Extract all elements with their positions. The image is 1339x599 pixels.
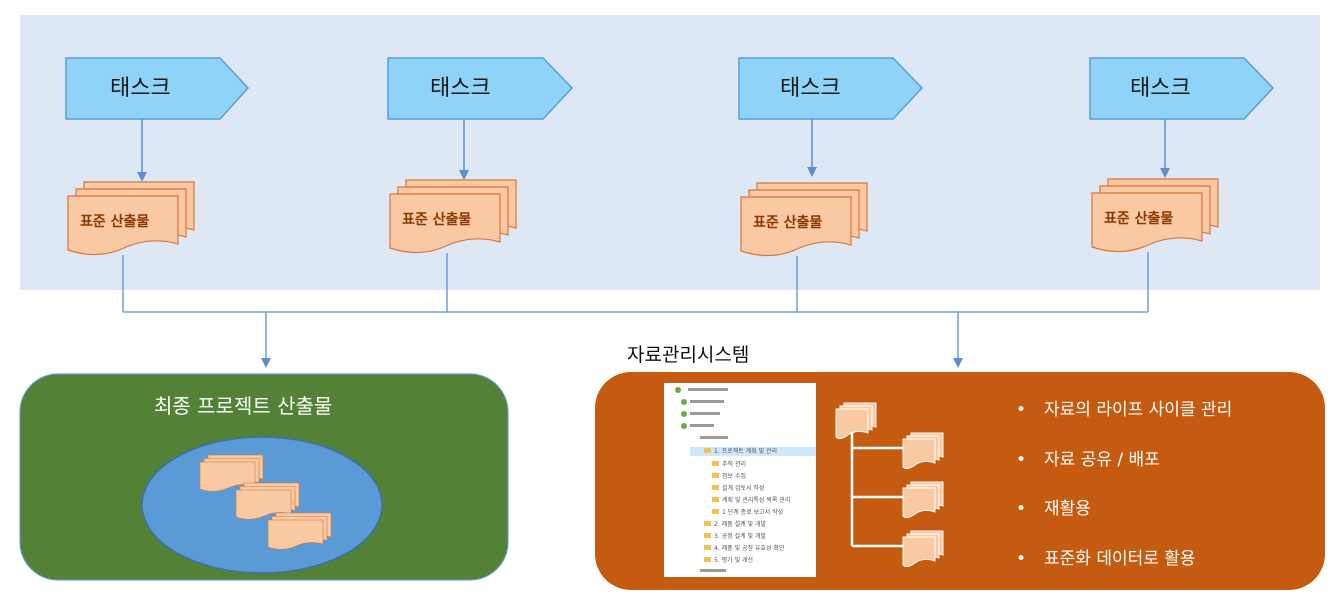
task-group-2: 태스크 표준 산출물 — [387, 57, 574, 254]
bullet-dot-4: • — [1016, 549, 1026, 569]
tree-item-7: 2. 제품 설계 및 개발 — [714, 520, 766, 528]
task-group-4: 태스크 표준 산출물 — [1089, 57, 1275, 253]
bullet-1: 자료의 라이프 사이클 관리 — [1044, 400, 1232, 420]
tree-item-6: 1 단계 종료 보고서 작성 — [722, 508, 783, 516]
hierarchy-illustration — [835, 402, 944, 568]
doc-2-label: 표준 산출물 — [402, 211, 471, 228]
tree-item-3: 정보 수집 — [722, 473, 746, 480]
system-bullets: • 자료의 라이프 사이클 관리 • 자료 공유 / 배포 • 재활용 • 표준… — [1016, 400, 1232, 569]
task-2-shape — [387, 57, 574, 120]
tree-item-2: 추적 관리 — [722, 460, 746, 468]
task-1-shape — [65, 57, 250, 120]
bullet-dot-2: • — [1016, 450, 1026, 470]
task-group-3: 태스크 표준 산출물 — [738, 57, 924, 257]
doc-3-label: 표준 산출물 — [753, 214, 822, 231]
doc-1-label: 표준 산출물 — [80, 213, 149, 230]
task-group-1: 태스크 표준 산출물 — [65, 57, 250, 256]
tree-screenshot: 1. 프로젝트 계획 및 관리 추적 관리 정보 수집 설계 검토서 작성 계획… — [664, 383, 816, 577]
task-2-label: 태스크 — [430, 76, 491, 101]
final-deliverables-box: 최종 프로젝트 산출물 — [19, 373, 509, 581]
final-doc-stack-3 — [267, 512, 332, 550]
tree-item-1: 1. 프로젝트 계획 및 관리 — [714, 447, 777, 455]
bullet-3: 재활용 — [1044, 499, 1091, 519]
tree-item-8: 3. 공정 설계 및 개발 — [714, 532, 766, 540]
system-box: 1. 프로젝트 계획 및 관리 추적 관리 정보 수집 설계 검토서 작성 계획… — [595, 372, 1325, 590]
bullet-4: 표준화 데이터로 활용 — [1044, 549, 1196, 569]
doc-4-label: 표준 산출물 — [1104, 210, 1173, 227]
task-1-label: 태스크 — [110, 76, 171, 101]
bullet-2: 자료 공유 / 배포 — [1044, 450, 1160, 470]
bullet-dot-3: • — [1016, 499, 1026, 519]
system-label: 자료관리시스템 — [627, 344, 749, 366]
task-4-shape — [1089, 57, 1275, 120]
bullet-dot-1: • — [1016, 400, 1026, 420]
task-4-label: 태스크 — [1130, 76, 1191, 101]
task-3-label: 태스크 — [780, 76, 841, 101]
tree-item-9: 4. 제품 및 공정 유효성 확인 — [714, 544, 784, 552]
merge-connectors — [122, 252, 1149, 368]
tree-item-4: 설계 검토서 작성 — [722, 484, 764, 492]
task-3-shape — [738, 57, 924, 120]
tree-item-10: 5. 평가 및 개선 — [714, 556, 753, 564]
final-title: 최종 프로젝트 산출물 — [154, 394, 332, 418]
tree-item-5: 계획 및 관리특성 목록 관리 — [722, 496, 790, 504]
